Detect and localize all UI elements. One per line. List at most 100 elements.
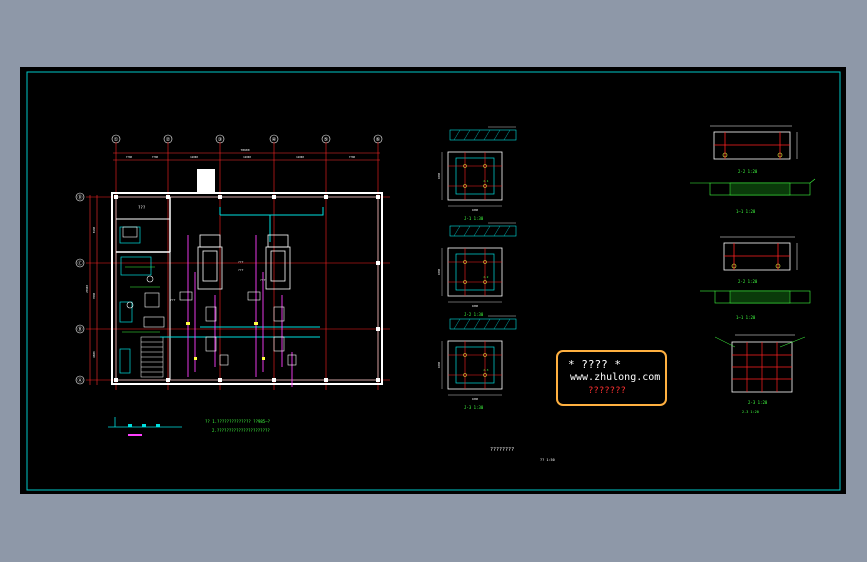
axis-bubble [75, 258, 85, 268]
right-detail-sub: 2-3 1:20 [742, 410, 759, 414]
hatch-line [473, 225, 481, 237]
axis-bubble [75, 375, 85, 385]
axis-label: Ⓓ [77, 194, 82, 201]
right-detail-1: 2-2 1:20 1—1 1:20 [690, 125, 816, 214]
dim-label: 7700 [152, 155, 159, 159]
pedestal-outline [455, 157, 495, 195]
axis-bubble [75, 324, 85, 334]
pumps [179, 291, 297, 366]
overall-left-dim: 25900 [85, 285, 89, 293]
detail-dim: 1800 [472, 208, 479, 212]
hatch-line [503, 225, 511, 237]
dim-label: 7800 [92, 292, 96, 299]
left-dims: 8100 7800 6800 25900 [85, 226, 96, 357]
legend [108, 417, 182, 436]
hatch-line [483, 318, 491, 330]
anchor-bolt [483, 280, 487, 284]
section-strip [449, 129, 517, 141]
dim-label: 12000 [296, 155, 304, 159]
hatch-line [493, 129, 501, 141]
right-section-caption: 1—1 1:20 [736, 209, 756, 214]
hatch-line [453, 225, 461, 237]
note-line-2: 2.?????????????????????? [212, 428, 270, 433]
axis-label: Ⓒ [77, 260, 82, 267]
anchor-bolt [463, 353, 467, 357]
anchor-bolt [483, 373, 487, 377]
anchor-bolt [483, 353, 487, 357]
equipment-tag: ??? [260, 278, 266, 282]
stairs [140, 336, 164, 378]
note-line-1: ?? 1.?????????????? ??985—? [205, 419, 271, 424]
valve-marks [186, 322, 265, 360]
anchor-bolt [463, 164, 467, 168]
title-block-scale: ?? 1:50 [540, 458, 555, 462]
drawing-border [26, 71, 841, 491]
hatch-line [473, 129, 481, 141]
footing-outline [447, 247, 503, 297]
hatch-line [483, 129, 491, 141]
boiler-2 [265, 234, 291, 290]
detail-dim: 1800 [437, 361, 441, 368]
overall-dim: 78600 [240, 148, 249, 152]
anchor-bolt [463, 260, 467, 264]
hatch-line [453, 318, 461, 330]
outer-wall [111, 192, 383, 385]
axis-label: ② [166, 137, 171, 143]
axis-label: ① [114, 137, 119, 143]
dim-label: 6800 [92, 351, 96, 358]
axis-label: ④ [272, 137, 277, 143]
footing-outline [447, 151, 503, 201]
hatch-line [503, 318, 511, 330]
stamp-line-3: ??????? [588, 386, 626, 396]
dim-label: 12000 [243, 155, 251, 159]
right-section-caption: 1—1 1:20 [736, 315, 756, 320]
room-label: ??? [138, 205, 146, 210]
boiler-1 [197, 234, 223, 290]
anchor-bolt [463, 280, 467, 284]
detail-caption: J-2 1:30 [464, 312, 484, 317]
right-detail-caption: 2-2 1:20 [738, 279, 758, 284]
dim-label: 12000 [190, 155, 198, 159]
equipment-tag: ??? [238, 260, 244, 264]
detail-dim: 1800 [472, 304, 479, 308]
hatch-line [463, 129, 471, 141]
hatch-line [463, 318, 471, 330]
chimney-block [197, 169, 215, 193]
anchor-bolt [463, 373, 467, 377]
right-details: 2-2 1:20 1—1 1:20 2-2 1:20 1—1 1:20 [690, 125, 816, 414]
pipe-cyan [160, 207, 324, 338]
anchor-bolt [483, 184, 487, 188]
hatch-line [493, 318, 501, 330]
detail-tag: J-3 [483, 368, 489, 372]
pedestal-outline [455, 346, 495, 384]
stamp-line-2: www.zhulong.com [570, 372, 660, 383]
right-detail-caption: 2-2 1:20 [738, 169, 758, 174]
anchor-bolt [483, 260, 487, 264]
dim-label: 8100 [92, 226, 96, 233]
axis-label: ③ [218, 137, 222, 143]
section-strip [449, 318, 517, 330]
hatch-line [493, 225, 501, 237]
axis-label: Ⓑ [77, 326, 82, 333]
detail-tag: J-1 [483, 179, 489, 183]
left-room-equipment [119, 226, 152, 374]
axis-label: Ⓐ [77, 377, 82, 384]
hatch-line [483, 225, 491, 237]
detail-dim: 1800 [472, 397, 479, 401]
stamp-line-1: * ???? * [568, 358, 621, 371]
axis-label: ⑤ [324, 137, 328, 143]
axis-bubble [75, 192, 85, 202]
pipe-magenta [187, 235, 293, 387]
hatch-line [463, 225, 471, 237]
detail-dim: 1800 [437, 268, 441, 275]
section-strip [449, 225, 517, 237]
equipment-tag: ??? [238, 268, 244, 272]
detail-tag: J-2 [483, 275, 489, 279]
